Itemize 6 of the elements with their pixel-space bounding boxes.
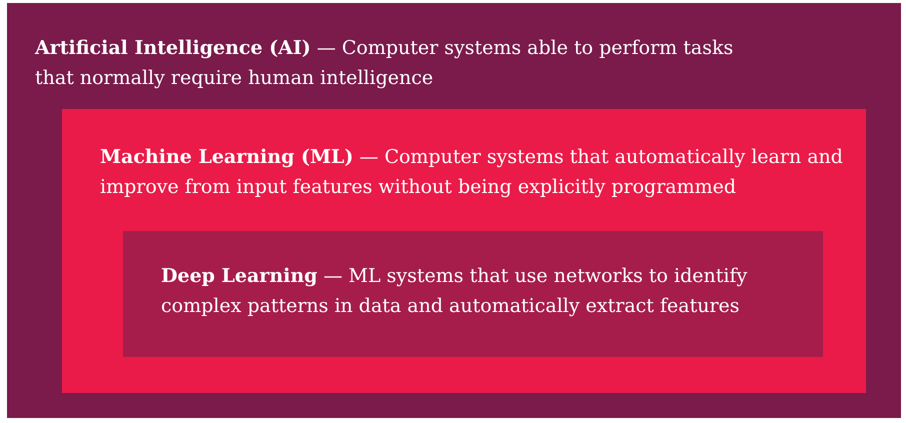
definition-text: Artificial Intelligence (AI) — Computer systems able to perform tasks that normally require human intelligence [35,36,734,91]
inner-panel [123,231,823,357]
definition-text: Deep Learning — ML systems that use networks to identify complex patterns in data and automatically extract features [161,264,748,319]
definition-text: Machine Learning (ML) — Computer systems that automatically learn and improve from input features without being explicitly programmed [100,145,844,200]
outer-panel [7,3,901,418]
middle-panel [62,109,866,393]
